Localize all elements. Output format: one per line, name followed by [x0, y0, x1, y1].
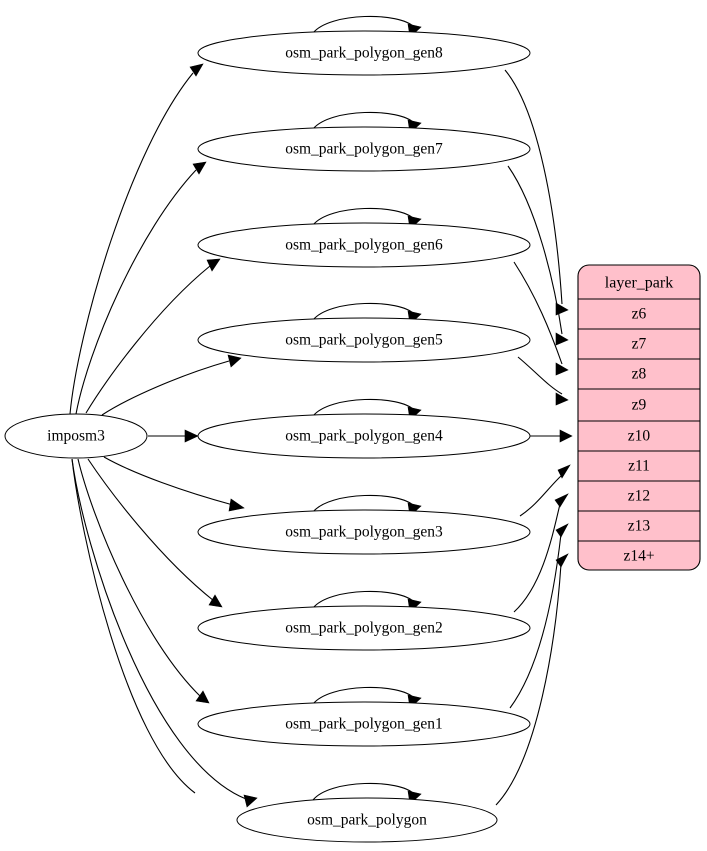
edge-osm-park-polygon-to-z14 — [495, 553, 569, 806]
node-osm-park-polygon-gen6[interactable]: osm_park_polygon_gen6 — [197, 222, 531, 268]
node-imposm3[interactable]: imposm3 — [4, 413, 148, 459]
node-osm-park-polygon-gen3-label: osm_park_polygon_gen3 — [285, 524, 443, 541]
node-osm-park-polygon-gen2-label: osm_park_polygon_gen2 — [285, 620, 443, 637]
edge-imposm3-to-gen1 — [77, 458, 210, 704]
node-osm-park-polygon-label: osm_park_polygon — [307, 812, 427, 829]
node-osm-park-polygon-gen8-label: osm_park_polygon_gen8 — [285, 45, 443, 62]
edge-gen8-to-z6 — [504, 69, 569, 316]
node-osm-park-polygon-gen5[interactable]: osm_park_polygon_gen5 — [197, 317, 531, 363]
table-row-z9[interactable]: z9 — [632, 397, 647, 414]
node-osm-park-polygon-gen4[interactable]: osm_park_polygon_gen4 — [197, 413, 531, 459]
edge-imposm3-to-gen4 — [148, 429, 199, 443]
node-osm-park-polygon-gen1[interactable]: osm_park_polygon_gen1 — [197, 701, 531, 747]
edge-imposm3-to-gen5 — [101, 354, 242, 416]
edge-gen2-to-z12 — [513, 493, 569, 613]
edge-gen1-to-z13 — [509, 523, 569, 709]
node-imposm3-label: imposm3 — [47, 428, 105, 445]
edge-gen4-to-z10 — [530, 429, 573, 443]
node-osm-park-polygon-gen1-label: osm_park_polygon_gen1 — [285, 716, 443, 733]
node-osm-park-polygon-gen2[interactable]: osm_park_polygon_gen2 — [197, 605, 531, 651]
edges-to-layer-park — [495, 69, 573, 806]
node-osm-park-polygon-gen5-label: osm_park_polygon_gen5 — [285, 332, 443, 349]
edge-gen7-to-z7 — [507, 165, 569, 346]
edge-imposm3-to-gen7 — [75, 161, 207, 415]
table-layer-park[interactable]: layer_park z6 z7 z8 z9 z10 z11 z12 z13 z… — [577, 264, 701, 571]
table-row-z13[interactable]: z13 — [628, 518, 651, 535]
node-osm-park-polygon-gen4-label: osm_park_polygon_gen4 — [285, 428, 443, 445]
table-row-z14-plus[interactable]: z14+ — [623, 548, 654, 565]
edge-imposm3-to-gen3 — [103, 456, 245, 512]
table-row-z6[interactable]: z6 — [632, 306, 647, 323]
node-osm-park-polygon-gen3[interactable]: osm_park_polygon_gen3 — [197, 509, 531, 555]
table-layer-park-title: layer_park — [605, 275, 673, 292]
table-layer-park-background — [577, 264, 701, 571]
table-row-z12[interactable]: z12 — [628, 488, 650, 505]
table-row-z7[interactable]: z7 — [632, 336, 647, 353]
edges-from-imposm3 — [69, 63, 258, 808]
table-row-z10[interactable]: z10 — [628, 428, 651, 445]
edge-gen3-to-z11 — [519, 464, 571, 517]
edge-imposm3-to-gen8 — [69, 63, 204, 415]
edge-gen6-to-z8 — [513, 261, 569, 376]
node-osm-park-polygon-gen6-label: osm_park_polygon_gen6 — [285, 237, 443, 254]
node-osm-park-polygon-gen7-label: osm_park_polygon_gen7 — [285, 141, 443, 158]
node-osm-park-polygon[interactable]: osm_park_polygon — [236, 797, 498, 843]
table-row-z8[interactable]: z8 — [632, 366, 647, 383]
edge-imposm3-to-gen6 — [85, 258, 221, 414]
node-osm-park-polygon-gen8[interactable]: osm_park_polygon_gen8 — [197, 30, 531, 76]
table-row-z11[interactable]: z11 — [628, 458, 650, 475]
node-osm-park-polygon-gen7[interactable]: osm_park_polygon_gen7 — [197, 126, 531, 172]
edge-imposm3-to-osm-park-polygon — [71, 458, 258, 808]
edge-gen5-to-z9 — [517, 356, 569, 406]
edge-imposm3-to-gen2 — [87, 458, 223, 608]
